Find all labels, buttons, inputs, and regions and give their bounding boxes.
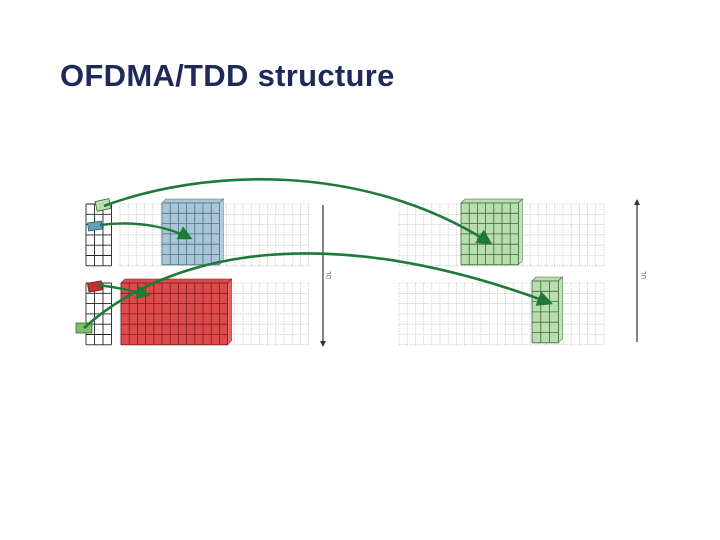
- block-top-face: [161, 198, 225, 204]
- arrow-blue-to-dl: [99, 222, 193, 240]
- block-side-face: [558, 276, 563, 344]
- ul-green-resource-block-bottom: [531, 276, 564, 344]
- arrow-green-top-to-ul: [103, 178, 493, 245]
- block-side-face: [227, 278, 232, 346]
- ul-frame-bottom-grid: [398, 282, 605, 346]
- block-top-face: [460, 198, 524, 204]
- dl-axis-label: DL: [327, 271, 333, 279]
- arrow-red-to-dl: [97, 283, 151, 299]
- dl-queue-top: [85, 203, 112, 267]
- block-side-face: [518, 198, 523, 266]
- slide-title: OFDMA/TDD structure: [60, 58, 395, 93]
- dl-blue-resource-block: [161, 198, 225, 266]
- block-top-face: [531, 276, 564, 282]
- arrow-green-bottom-to-ul: [83, 252, 553, 329]
- ul-axis-label: UL: [642, 271, 648, 279]
- block-top-face: [120, 278, 233, 284]
- block-side-face: [219, 198, 224, 266]
- dl-red-resource-block: [120, 278, 233, 346]
